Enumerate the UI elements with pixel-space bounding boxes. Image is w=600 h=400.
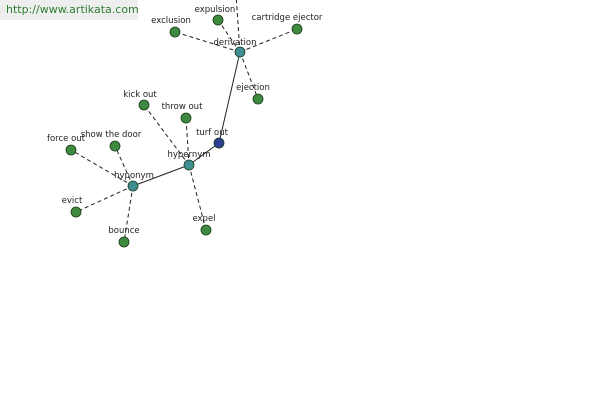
node-label-derivation: derivation (213, 38, 256, 48)
node-label-exclusion: exclusion (151, 16, 191, 26)
node-label-hyponym: hyponym (114, 171, 154, 181)
node-label-kick-out: kick out (123, 90, 157, 100)
node-label-expel: expel (192, 214, 215, 224)
node-bounce[interactable] (118, 236, 130, 248)
edge-hypernym-kick-out (143, 104, 190, 166)
node-expulsion[interactable] (212, 14, 224, 26)
labels-layer: turf out derivation hypernym hyponym exclusi… (47, 5, 323, 236)
edge-hyponym-show-the-door (114, 145, 134, 187)
node-evict[interactable] (70, 206, 82, 218)
edge-hyponym-bounce (123, 185, 134, 243)
node-cartridge-ejector[interactable] (291, 23, 303, 35)
node-label-expulsion: expulsion (195, 5, 236, 15)
edges-layer (70, 0, 298, 243)
node-label-hypernym: hypernym (167, 150, 210, 160)
node-turf-out[interactable] (213, 137, 225, 149)
edge-derivation-ejection (239, 51, 259, 100)
node-hyponym[interactable] (127, 180, 139, 192)
node-label-throw-out: throw out (162, 102, 203, 112)
node-label-evict: evict (62, 196, 83, 206)
nodes-layer (65, 14, 303, 248)
node-label-turf-out: turf out (196, 128, 228, 138)
node-exclusion[interactable] (169, 26, 181, 38)
node-derivation[interactable] (234, 46, 246, 58)
node-expel[interactable] (200, 224, 212, 236)
node-hypernym[interactable] (183, 159, 195, 171)
edge-turf-out-hypernym (188, 142, 220, 166)
node-label-show-the-door: show the door (81, 130, 142, 140)
edge-derivation-cartridge-ejector (239, 28, 298, 53)
edge-hypernym-throw-out (185, 117, 190, 166)
edge-hypernym-hyponym (132, 164, 190, 187)
edge-hyponym-force-out (70, 149, 134, 187)
edge-hyponym-evict (75, 185, 134, 213)
node-ejection[interactable] (252, 93, 264, 105)
watermark-link[interactable]: http://www.artikata.com (6, 3, 139, 16)
watermark: http://www.artikata.com (0, 0, 139, 20)
node-show-the-door[interactable] (109, 140, 121, 152)
node-label-ejection: ejection (236, 83, 270, 93)
node-force-out[interactable] (65, 144, 77, 156)
node-throw-out[interactable] (180, 112, 192, 124)
edge-turf-out-derivation (218, 51, 241, 144)
node-kick-out[interactable] (138, 99, 150, 111)
edge-derivation-offscreen-top (235, 0, 241, 53)
node-label-bounce: bounce (108, 226, 139, 236)
edge-derivation-exclusion (174, 31, 241, 53)
node-label-cartridge-ejector: cartridge ejector (252, 13, 323, 23)
node-label-force-out: force out (47, 134, 86, 144)
